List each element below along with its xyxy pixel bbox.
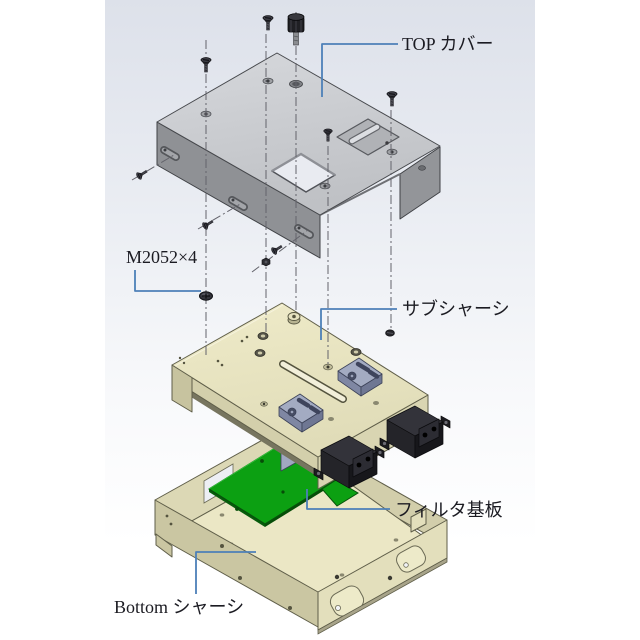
sub-chassis-hardware [178,312,395,421]
cover-flange-slots [160,146,314,239]
cover-edge-thickness [319,173,401,216]
fasteners [135,13,398,301]
leader-bottom-chassis [195,551,256,594]
connector-mount-block-2 [278,393,324,433]
hex-nut [261,257,271,267]
leader-sub-chassis [320,308,397,340]
screw-spec-label: M2052×4 [126,247,197,267]
pocket-hole [385,141,389,145]
leader-screw-spec [134,270,201,292]
board-thickness-right [265,480,336,527]
bottom-chassis-left-wall-holes [165,514,292,610]
top-cover [156,52,441,259]
board-right-extension [321,479,359,507]
annotations [134,43,398,594]
sub-chassis-flange-shadow [172,379,318,477]
cover-cutout-inner-shadow [271,152,336,177]
right-wall-screws [334,574,393,581]
sub-chassis-label: サブシャーシ [402,298,510,319]
bottom-chassis-label: Bottom シャーシ [114,597,244,617]
connector-mount-block-1 [337,357,383,397]
cover-top-face [156,52,441,216]
m2052-screw [199,291,213,301]
leader-top-cover [321,43,398,97]
cover-right-flange [399,146,441,220]
right-wall-hole-1 [334,605,341,612]
right-wall-hole-2 [403,562,409,568]
bottom-chassis-corner-tab [155,533,173,558]
sub-chassis [171,302,429,490]
bottom-chassis-bottom-edge [317,557,448,635]
iec-connector-left [313,435,385,489]
thumbscrew [287,13,305,46]
filter-board-label: フィルタ基板 [395,500,503,520]
cover-right-flange-hole [418,165,426,171]
sub-chassis-long-slot [280,361,346,402]
pocket-slot [349,124,380,144]
sub-chassis-edge-highlight [174,304,284,367]
right-wall-top-tab [410,508,427,533]
top-cover-label: TOP カバー [402,34,494,54]
leader-filter-board [306,489,390,510]
cover-recessed-pocket [336,118,400,156]
sub-chassis-top-face [171,302,429,458]
iec-connector-right [379,405,451,459]
